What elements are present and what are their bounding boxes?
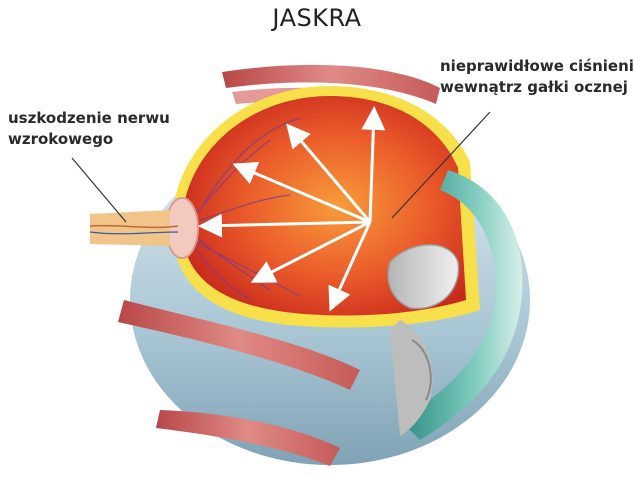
label-optic-nerve-damage: uszkodzenie nerwu wzrokowego [8, 108, 170, 150]
label-optic-line1: uszkodzenie nerwu [8, 108, 170, 129]
label-intraocular-pressure: nieprawidłowe ciśnienie wewnątrz gałki o… [440, 56, 634, 98]
optic-nerve [90, 210, 178, 246]
optic-disc [166, 198, 198, 258]
diagram-title: JASKRA [0, 4, 634, 32]
label-optic-line2: wzrokowego [8, 129, 170, 150]
label-pressure-line2: wewnątrz gałki ocznej [440, 77, 634, 98]
label-pressure-line1: nieprawidłowe ciśnienie [440, 56, 634, 77]
pointer-optic-nerve [72, 158, 126, 222]
